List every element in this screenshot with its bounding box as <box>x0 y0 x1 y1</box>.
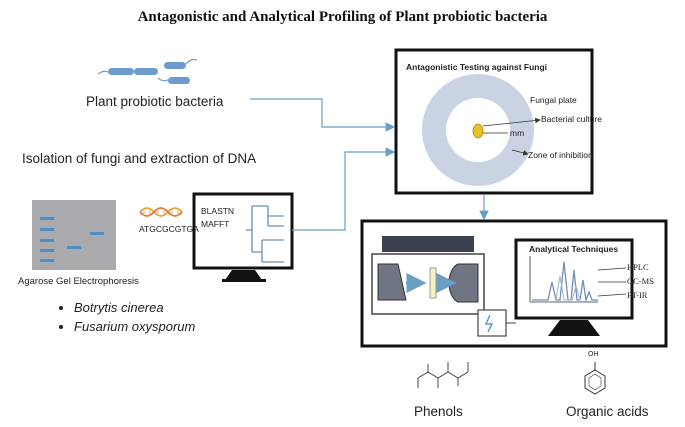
bacterium-icon <box>164 62 186 69</box>
technique-gcms: GC-MS <box>627 276 654 286</box>
technique-hplc: HPLC <box>627 262 649 272</box>
probiotic-label: Plant probiotic bacteria <box>86 94 224 109</box>
instrument-top <box>382 236 474 252</box>
fungus-item: Botrytis cinerea <box>74 300 195 315</box>
flow-arrows <box>250 98 489 231</box>
analytical-panel <box>360 219 668 348</box>
arrow-dna-to-test <box>292 147 396 231</box>
isolation-label: Isolation of fungi and extraction of DNA <box>22 151 257 166</box>
bacteria-illustration <box>97 58 198 84</box>
organic-acid-structure <box>417 362 469 388</box>
diagram-title: Antagonistic and Analytical Profiling of… <box>137 9 548 25</box>
arrow-probiotic-to-test <box>250 98 396 132</box>
antagonistic-testing-panel <box>394 48 594 195</box>
fungi-list: Botrytis cinerea Fusarium oxysporum <box>60 300 195 338</box>
bacterial-colony <box>472 123 484 139</box>
mm-label: mm <box>510 128 525 138</box>
tool-label-blastn: BLASTN <box>201 206 235 216</box>
phenol-structure <box>584 362 606 395</box>
zone-of-inhibition-label: Zone of inhibition <box>528 150 593 160</box>
oh-label: OH <box>588 351 599 358</box>
bacterium-icon <box>108 68 134 75</box>
bacterium-icon <box>168 77 190 84</box>
dna-helix-icon <box>139 207 183 217</box>
analytical-title: Analytical Techniques <box>529 244 619 254</box>
fungal-plate-label: Fungal plate <box>530 95 577 105</box>
bacterial-culture-label: Bacterial culture <box>541 114 602 124</box>
detector-box <box>477 309 507 337</box>
antagonistic-title: Antagonistic Testing against Fungi <box>406 62 548 72</box>
bioinformatics-monitor <box>192 192 294 282</box>
fungus-item: Fusarium oxysporum <box>74 319 195 334</box>
dna-sequence-label: ATGCGCGTGA <box>139 224 199 234</box>
bacterium-icon <box>134 68 158 75</box>
gel-electrophoresis-image <box>32 200 116 270</box>
tool-label-mafft: MAFFT <box>201 219 230 229</box>
organic-acids-label: Organic acids <box>566 404 649 419</box>
technique-ftir: FT-IR <box>627 290 648 300</box>
gel-label: Agarose Gel Electrophoresis <box>18 276 139 287</box>
phenols-label: Phenols <box>414 404 463 419</box>
